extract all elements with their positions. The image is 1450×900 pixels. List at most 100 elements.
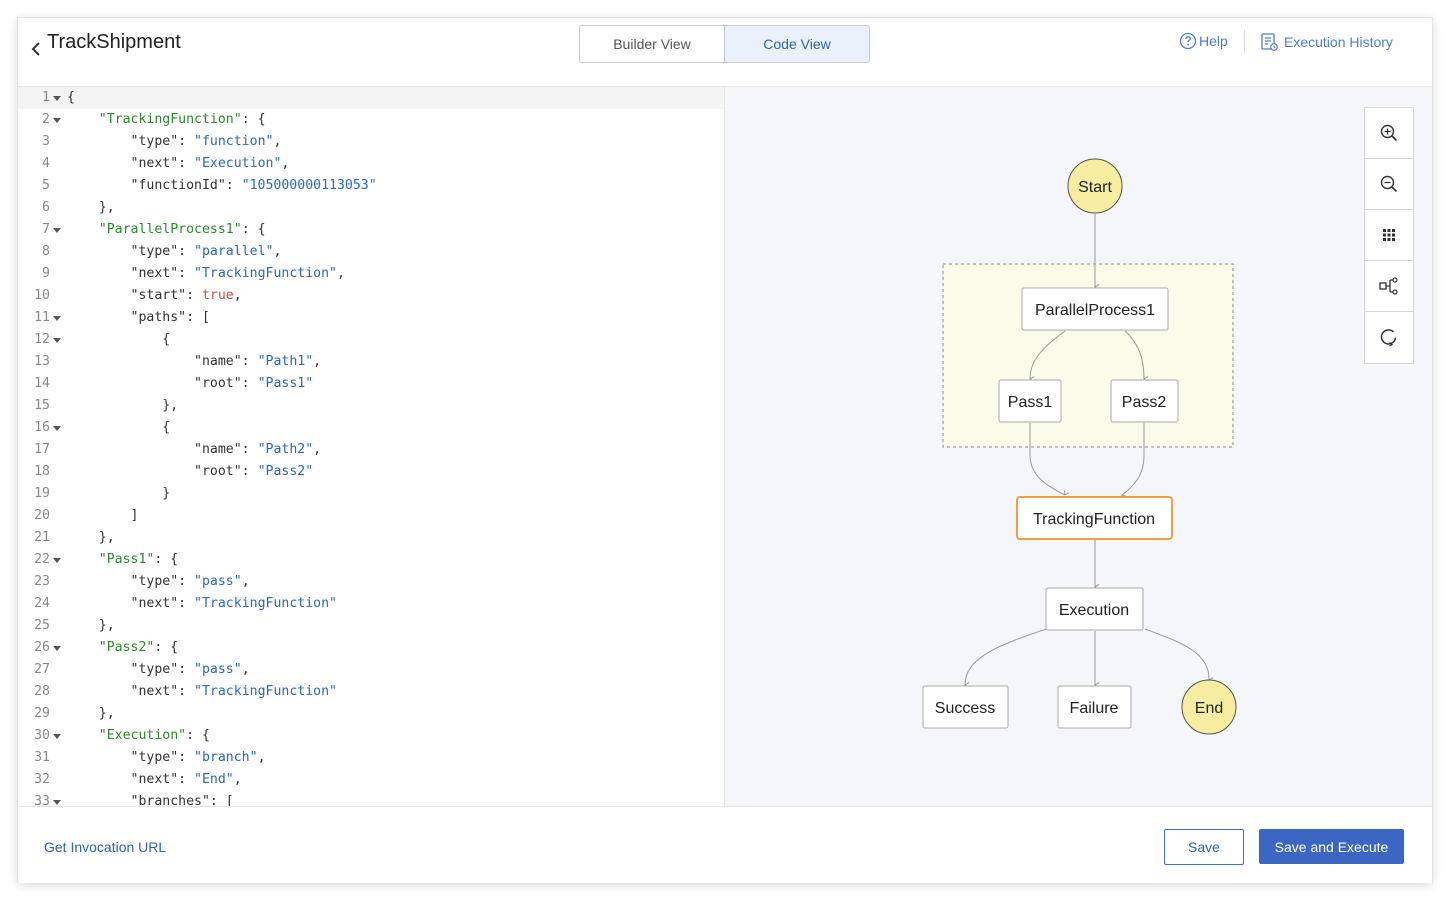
- zoom-out-button[interactable]: [1365, 159, 1413, 210]
- app-window: TrackShipment Builder View Code View Hel…: [18, 18, 1432, 883]
- pass1-node[interactable]: Pass1: [998, 379, 1062, 423]
- save-and-execute-button[interactable]: Save and Execute: [1259, 829, 1404, 864]
- line-number: 19: [34, 486, 50, 501]
- code-text: "type": "pass",: [67, 662, 250, 677]
- code-line[interactable]: 12 {: [18, 329, 724, 351]
- line-number: 13: [34, 354, 50, 369]
- line-number: 32: [34, 772, 50, 787]
- pass2-label: Pass2: [1122, 394, 1167, 411]
- code-line[interactable]: 4 "next": "Execution",: [18, 153, 724, 175]
- code-line[interactable]: 19 }: [18, 483, 724, 505]
- code-line[interactable]: 28 "next": "TrackingFunction": [18, 681, 724, 703]
- code-line[interactable]: 9 "next": "TrackingFunction",: [18, 263, 724, 285]
- zoom-in-button[interactable]: [1365, 108, 1413, 159]
- line-number: 14: [34, 376, 50, 391]
- code-text: "type": "branch",: [67, 750, 266, 765]
- fold-toggle-icon[interactable]: [53, 646, 61, 651]
- line-number: 20: [34, 508, 50, 523]
- code-line[interactable]: 7 "ParallelProcess1": {: [18, 219, 724, 241]
- code-line[interactable]: 17 "name": "Path2",: [18, 439, 724, 461]
- parallel-process-node[interactable]: ParallelProcess1: [1021, 287, 1169, 331]
- flow-diagram: Start ParallelProcess1 Pass1 Pass2 Track…: [922, 158, 1237, 735]
- code-line[interactable]: 5 "functionId": "105000000113053": [18, 175, 724, 197]
- code-line[interactable]: 11 "paths": [: [18, 307, 724, 329]
- tree-icon: [1379, 277, 1398, 295]
- fold-toggle-icon[interactable]: [53, 228, 61, 233]
- layout-tree-button[interactable]: [1365, 261, 1413, 312]
- code-line[interactable]: 22 "Pass1": {: [18, 549, 724, 571]
- save-button[interactable]: Save: [1164, 829, 1244, 865]
- fold-toggle-icon[interactable]: [53, 96, 61, 101]
- code-line[interactable]: 29 },: [18, 703, 724, 725]
- code-line[interactable]: 3 "type": "function",: [18, 131, 724, 153]
- reset-view-button[interactable]: [1365, 312, 1413, 362]
- code-text: "root": "Pass1": [67, 376, 314, 391]
- fold-toggle-icon[interactable]: [53, 558, 61, 563]
- zoom-in-icon: [1380, 124, 1398, 142]
- code-text: {: [67, 332, 171, 347]
- code-line[interactable]: 23 "type": "pass",: [18, 571, 724, 593]
- help-link[interactable]: Help: [1179, 32, 1228, 50]
- line-number: 1: [42, 90, 50, 105]
- flow-edges: [964, 214, 1214, 688]
- tab-builder-view[interactable]: Builder View: [613, 36, 691, 52]
- code-line[interactable]: 27 "type": "pass",: [18, 659, 724, 681]
- flow-canvas[interactable]: Start ParallelProcess1 Pass1 Pass2 Track…: [725, 87, 1432, 806]
- code-line[interactable]: 21 },: [18, 527, 724, 549]
- line-number: 5: [42, 178, 50, 193]
- start-node[interactable]: Start: [1067, 158, 1123, 214]
- code-line[interactable]: 1{: [18, 87, 724, 109]
- code-line[interactable]: 6 },: [18, 197, 724, 219]
- edge-execution-success: [964, 628, 1047, 688]
- code-text: "name": "Path1",: [67, 354, 322, 369]
- code-line[interactable]: 15 },: [18, 395, 724, 417]
- code-line[interactable]: 10 "start": true,: [18, 285, 724, 307]
- tab-code-view[interactable]: Code View: [724, 26, 869, 62]
- fold-toggle-icon[interactable]: [53, 800, 61, 805]
- code-editor[interactable]: 1{2 "TrackingFunction": {3 "type": "func…: [18, 87, 725, 806]
- code-line[interactable]: 30 "Execution": {: [18, 725, 724, 747]
- fit-grid-button[interactable]: [1365, 210, 1413, 261]
- code-line[interactable]: 20 ]: [18, 505, 724, 527]
- code-line[interactable]: 16 {: [18, 417, 724, 439]
- edge-pass1-tracking: [1029, 423, 1070, 496]
- header-divider: [1244, 30, 1245, 54]
- header: TrackShipment Builder View Code View Hel…: [18, 18, 1432, 87]
- fold-toggle-icon[interactable]: [53, 734, 61, 739]
- fold-toggle-icon[interactable]: [53, 118, 61, 123]
- code-line[interactable]: 13 "name": "Path1",: [18, 351, 724, 373]
- code-line[interactable]: 24 "next": "TrackingFunction": [18, 593, 724, 615]
- code-line[interactable]: 2 "TrackingFunction": {: [18, 109, 724, 131]
- fold-toggle-icon[interactable]: [53, 426, 61, 431]
- execution-node[interactable]: Execution: [1045, 587, 1144, 631]
- line-number: 9: [42, 266, 50, 281]
- code-line[interactable]: 33 "branches": [: [18, 791, 724, 806]
- tracking-function-node[interactable]: TrackingFunction: [1016, 496, 1173, 540]
- code-line[interactable]: 26 "Pass2": {: [18, 637, 724, 659]
- code-line[interactable]: 14 "root": "Pass1": [18, 373, 724, 395]
- code-text: {: [67, 90, 75, 105]
- line-number: 12: [34, 332, 50, 347]
- code-line[interactable]: 18 "root": "Pass2": [18, 461, 724, 483]
- success-node[interactable]: Success: [922, 685, 1009, 729]
- edge-pass2-tracking: [1121, 423, 1145, 500]
- code-text: "root": "Pass2": [67, 464, 314, 479]
- end-node[interactable]: End: [1181, 679, 1237, 735]
- fold-toggle-icon[interactable]: [53, 316, 61, 321]
- code-line[interactable]: 31 "type": "branch",: [18, 747, 724, 769]
- code-text: "branches": [: [67, 794, 234, 806]
- line-number: 17: [34, 442, 50, 457]
- line-number: 6: [42, 200, 50, 215]
- code-line[interactable]: 32 "next": "End",: [18, 769, 724, 791]
- fold-toggle-icon[interactable]: [53, 338, 61, 343]
- failure-node[interactable]: Failure: [1057, 685, 1132, 729]
- code-text: },: [67, 706, 115, 721]
- zoom-controls: [1364, 107, 1414, 364]
- pass2-node[interactable]: Pass2: [1110, 379, 1179, 423]
- code-text: "TrackingFunction": {: [98, 112, 266, 127]
- get-invocation-url-link[interactable]: Get Invocation URL: [44, 839, 167, 855]
- execution-history-link[interactable]: Execution History: [1259, 32, 1393, 52]
- code-line[interactable]: 8 "type": "parallel",: [18, 241, 724, 263]
- back-arrow-icon[interactable]: [28, 38, 44, 60]
- code-line[interactable]: 25 },: [18, 615, 724, 637]
